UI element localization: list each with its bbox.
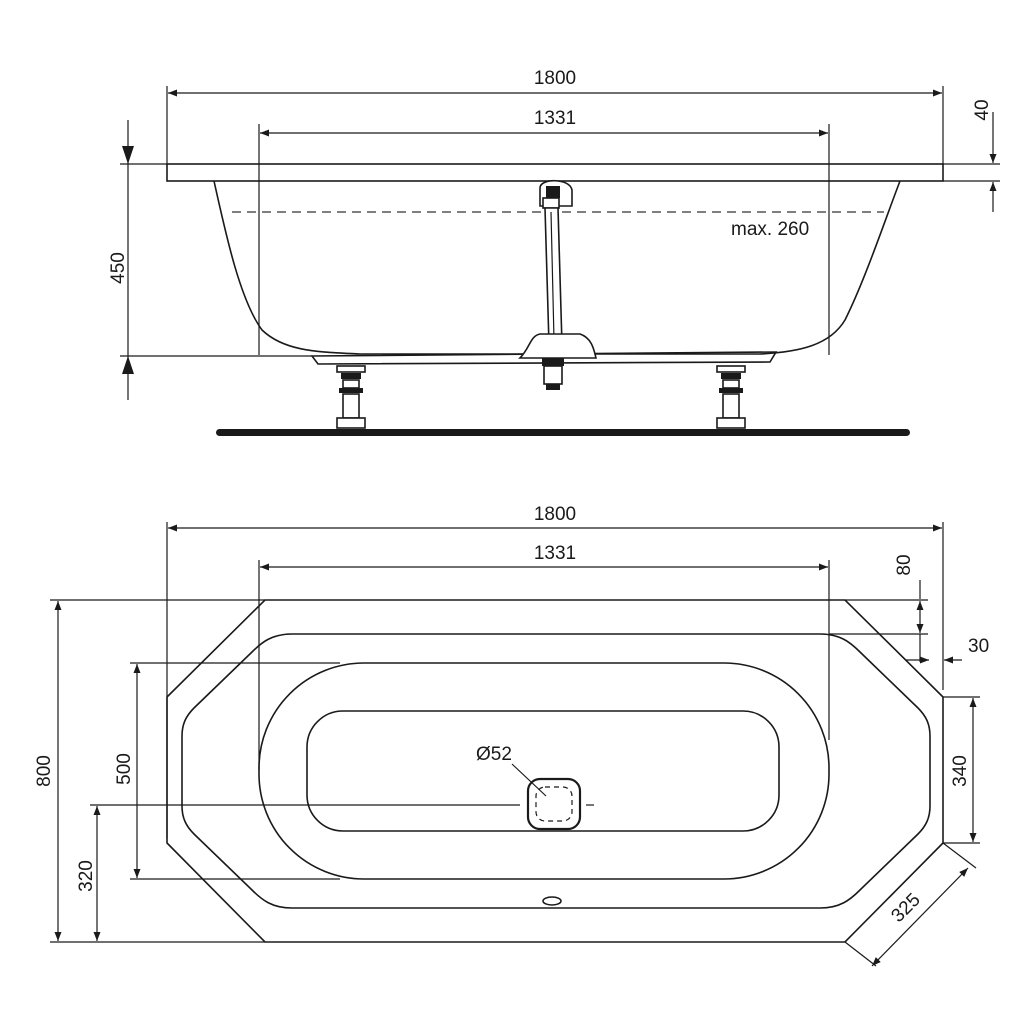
foot-left [336,365,366,429]
chamfer-extension-bottom [844,941,877,967]
overflow-opening [542,896,562,906]
max-water-level-label: max. 260 [731,219,809,240]
tub-outer-outline [166,599,944,943]
drain [500,763,594,831]
chamfer-dimension-line [871,867,969,967]
tub-base-plate [310,351,778,365]
side-overall-length-label: 1800 [534,68,576,89]
side-total-height-label: 450 [108,252,129,284]
overflow-drain-assembly [518,179,598,390]
floor-line [216,429,910,436]
side-view: 1800 1331 max. 260 [108,68,1000,436]
side-length-label: 340 [950,755,971,787]
tub-rim [166,163,944,182]
overall-width-label: 800 [34,755,55,787]
side-inner-length-label: 1331 [534,108,576,129]
inner-width-label: 500 [114,753,135,785]
rim-top-label: 80 [894,554,915,575]
rim-side-label: 30 [968,636,989,657]
top-inner-length-label: 1331 [534,543,576,564]
chamfer-label: 325 [887,889,924,926]
chamfer-extension-top [942,842,977,869]
tub-basin-outline [258,662,830,880]
side-height-arrow-top [122,146,134,164]
drain-diameter-label: Ø52 [476,744,512,765]
tub-floor-outline [306,710,780,832]
top-overall-length-label: 1800 [534,504,576,525]
rim-height-label: 40 [972,99,993,120]
side-height-arrow-bottom [122,356,134,374]
top-view: 1800 1331 Ø52 800 [34,504,989,967]
drain-offset-label: 320 [76,860,97,892]
foot-right [716,365,746,429]
tub-rim-inner-outline [181,633,931,909]
